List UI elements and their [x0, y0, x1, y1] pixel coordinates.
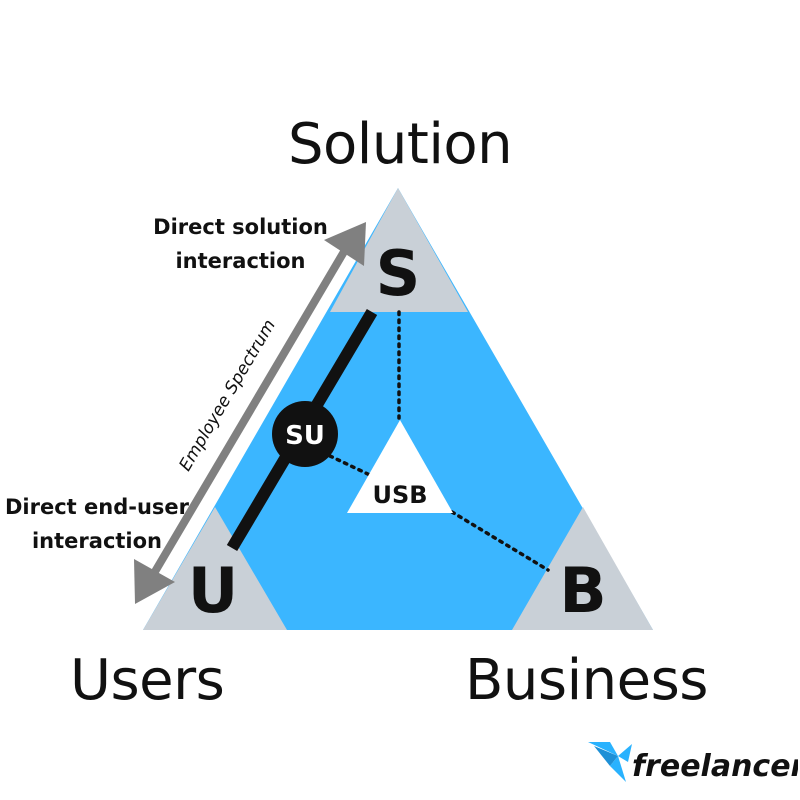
vertex-letter-u: U [188, 554, 238, 627]
vertex-title-users: Users [70, 648, 225, 713]
arrow-head-down-icon [134, 559, 175, 604]
vertex-letter-s: S [376, 237, 421, 310]
dotted-su-usb [328, 454, 374, 478]
note-direct-end-user: Direct end-user interaction [2, 490, 192, 558]
freelancer-logo: freelancer [588, 742, 798, 784]
note-direct-solution: Direct solution interaction [148, 210, 333, 278]
arrow-head-up-icon [324, 222, 366, 266]
note-direct-end-user-line2: interaction [31, 529, 163, 553]
note-direct-end-user-line1: Direct end-user [4, 495, 190, 519]
vertex-title-solution: Solution [288, 112, 513, 177]
su-label: SU [285, 421, 325, 451]
freelancer-wordmark: freelancer [632, 749, 798, 784]
su-node-circle [272, 401, 338, 467]
note-direct-solution-line2: interaction [175, 249, 306, 273]
employee-spectrum-arrow-shaft [149, 247, 349, 578]
freelancer-bird-icon [588, 742, 632, 782]
usb-center-triangle [347, 420, 453, 513]
usb-label: USB [372, 481, 427, 509]
corner-solution [330, 188, 468, 312]
vertex-title-business: Business [465, 648, 708, 713]
corner-users [143, 507, 287, 630]
note-direct-solution-line1: Direct solution [153, 215, 328, 239]
dotted-usb-b [450, 510, 550, 572]
vertex-letter-b: B [559, 554, 606, 627]
corner-business [512, 507, 653, 630]
